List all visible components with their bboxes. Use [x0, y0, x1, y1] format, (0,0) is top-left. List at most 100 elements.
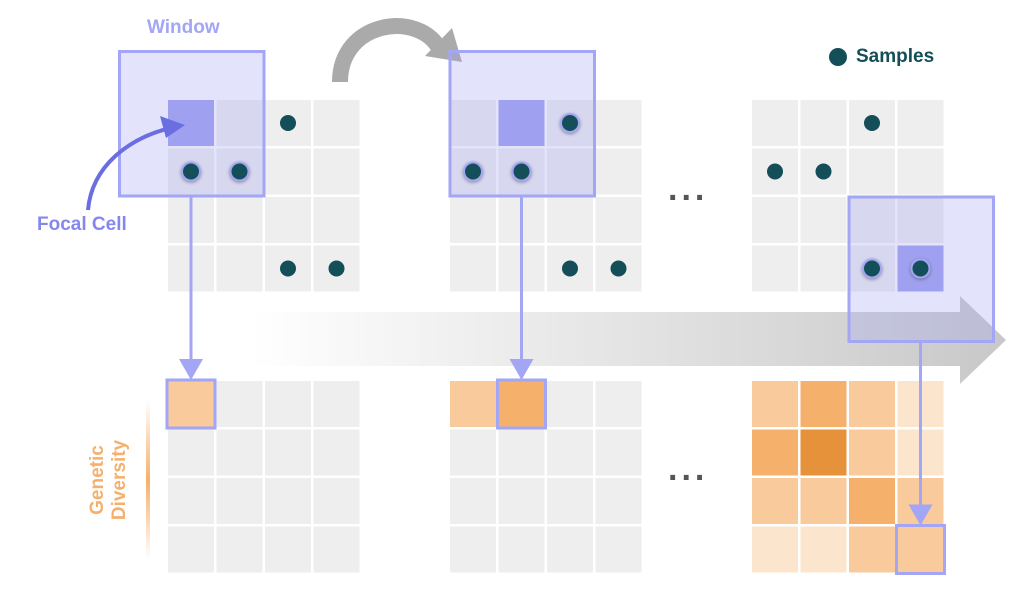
sample-grid-cell [216, 245, 263, 292]
diversity-grid-cell [313, 381, 360, 427]
diversity-grid-cell [313, 526, 360, 573]
diversity-grid-cell [595, 381, 642, 427]
sample-grid-cell [450, 100, 496, 146]
sample-grid-cell [800, 100, 847, 146]
diversity-grid-cell [849, 526, 895, 573]
diversity-grid-cell [450, 526, 496, 573]
diversity-grid-cell [752, 429, 798, 476]
diversity-grid-cell [216, 429, 263, 476]
sample-point [183, 163, 199, 180]
diversity-grid-cell [216, 381, 263, 427]
focal-cell-pointer-arrowhead [160, 116, 185, 138]
diversity-grid-cell [547, 478, 593, 524]
diversity-grid-cell [265, 526, 311, 573]
diversity-grid-cell [849, 478, 895, 524]
focal-cell-label: Focal Cell [37, 214, 127, 235]
diversity-grid-cell [168, 526, 214, 573]
sample-point [610, 260, 627, 277]
diversity-grid-cell [313, 478, 360, 524]
output-focal-cell [895, 524, 946, 575]
sample-grid-cell [265, 197, 311, 243]
window-to-output-arrowhead [509, 359, 534, 380]
sample-point [328, 260, 345, 277]
progress-arrow [250, 296, 1006, 384]
diversity-grid-cell [752, 526, 798, 573]
sample-grid-cell [450, 245, 496, 292]
sample-grid-cell [265, 148, 311, 195]
curved-step-arrow [332, 18, 448, 83]
diversity-grid-cell [547, 526, 593, 573]
sample-point [864, 115, 880, 131]
diversity-grid-cell [595, 429, 642, 476]
diversity-grid-cell [595, 526, 642, 573]
sample-grid-cell [450, 197, 496, 243]
sample-point [767, 163, 783, 180]
ellipsis-top: ... [668, 170, 709, 208]
diversity-grid-cell [265, 381, 311, 427]
diversity-scale-bar [146, 400, 150, 560]
sample-grid-cell [313, 197, 360, 243]
diversity-grid-cell [168, 478, 214, 524]
diversity-grid-cell [752, 381, 798, 427]
diversity-grid-cell [897, 526, 944, 573]
diversity-grid-cell [216, 478, 263, 524]
sample-point [231, 163, 248, 180]
diversity-grid-cell [595, 478, 642, 524]
sample-grid-cell [897, 197, 944, 243]
sample-point [562, 260, 578, 277]
sample-point [280, 260, 296, 277]
sample-point [864, 260, 880, 277]
diversity-grid-cell [265, 478, 311, 524]
sample-grid-cell [849, 148, 895, 195]
sample-point [280, 115, 296, 131]
diversity-grid-cell [800, 381, 847, 427]
sample-point [513, 163, 530, 180]
sample-point [815, 163, 832, 180]
window-label: Window [147, 17, 220, 38]
focal-cell-pointer-arrow [86, 126, 171, 211]
diversity-grid-cell [800, 429, 847, 476]
sample-grid-cell [547, 148, 593, 195]
sample-grid-cell [897, 148, 944, 195]
sample-grid-cell [752, 100, 798, 146]
sample-grid-cell [595, 197, 642, 243]
diversity-grid-cell [752, 478, 798, 524]
diversity-grid-cell [450, 478, 496, 524]
diversity-grid-cell [168, 429, 214, 476]
output-focal-cell [496, 378, 547, 430]
sample-point [562, 115, 578, 131]
ellipsis-bottom: ... [668, 450, 709, 488]
sample-grid-cell [313, 148, 360, 195]
diversity-grid-cell [498, 478, 545, 524]
sample-grid-cell [897, 100, 944, 146]
diversity-grid-cell [450, 381, 496, 427]
sample-point [912, 260, 929, 277]
samples-legend-dot [829, 48, 847, 66]
sample-grid-cell [800, 197, 847, 243]
sample-grid-cell [595, 100, 642, 146]
sample-grid-cell [216, 100, 263, 146]
diversity-grid-cell [498, 381, 545, 427]
diversity-grid-cell [849, 429, 895, 476]
sample-grid-cell [216, 197, 263, 243]
sample-point [465, 163, 481, 180]
diversity-grid-cell [498, 429, 545, 476]
sample-grid-cell [800, 245, 847, 292]
diversity-grid-cell [265, 429, 311, 476]
sample-grid-cell [752, 197, 798, 243]
genetic-diversity-label: Genetic Diversity [87, 439, 130, 521]
diversity-grid-cell [849, 381, 895, 427]
diversity-grid-cell [168, 381, 214, 427]
sample-grid-cell [752, 245, 798, 292]
sample-grid-cell [313, 100, 360, 146]
sample-grid-cell [547, 197, 593, 243]
samples-legend-label: Samples [856, 46, 935, 67]
diversity-grid-cell [547, 429, 593, 476]
window-to-output-arrowhead [179, 359, 203, 380]
diversity-grid-cell [800, 478, 847, 524]
curved-step-arrowhead [425, 28, 462, 62]
diversity-grid-cell [800, 526, 847, 573]
focal-cell [498, 100, 545, 146]
window-to-output-arrowhead [908, 504, 933, 526]
